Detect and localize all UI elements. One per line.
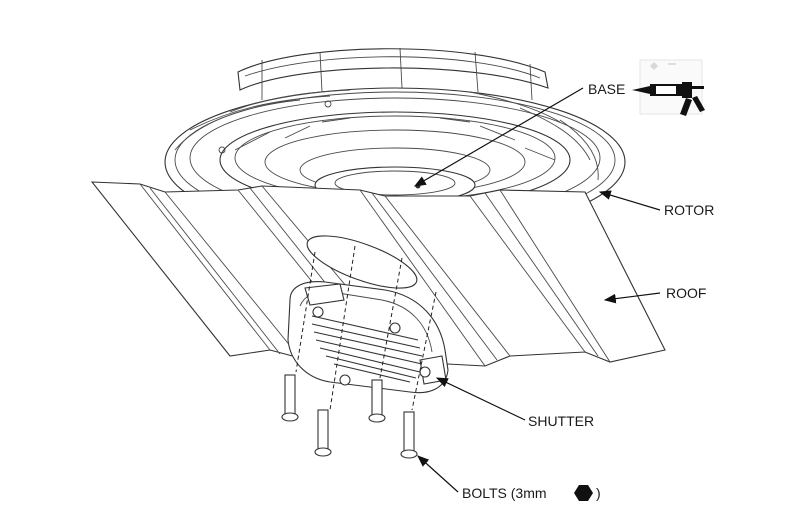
leader-lines bbox=[413, 87, 661, 493]
bolt bbox=[368, 379, 386, 423]
bolt bbox=[281, 374, 299, 422]
bolts-part bbox=[281, 374, 418, 459]
label-base: BASE bbox=[588, 81, 625, 97]
label-bolts-close: ) bbox=[596, 485, 601, 501]
label-rotor: ROTOR bbox=[664, 202, 714, 218]
hexagon-icon bbox=[574, 485, 593, 501]
alignment-lines bbox=[295, 245, 437, 411]
caulking-gun-icon bbox=[632, 59, 705, 116]
label-roof: ROOF bbox=[666, 285, 706, 301]
bolt bbox=[314, 409, 332, 457]
bolt bbox=[400, 411, 418, 459]
label-shutter: SHUTTER bbox=[528, 413, 594, 429]
label-bolts: BOLTS (3mm bbox=[462, 485, 547, 501]
